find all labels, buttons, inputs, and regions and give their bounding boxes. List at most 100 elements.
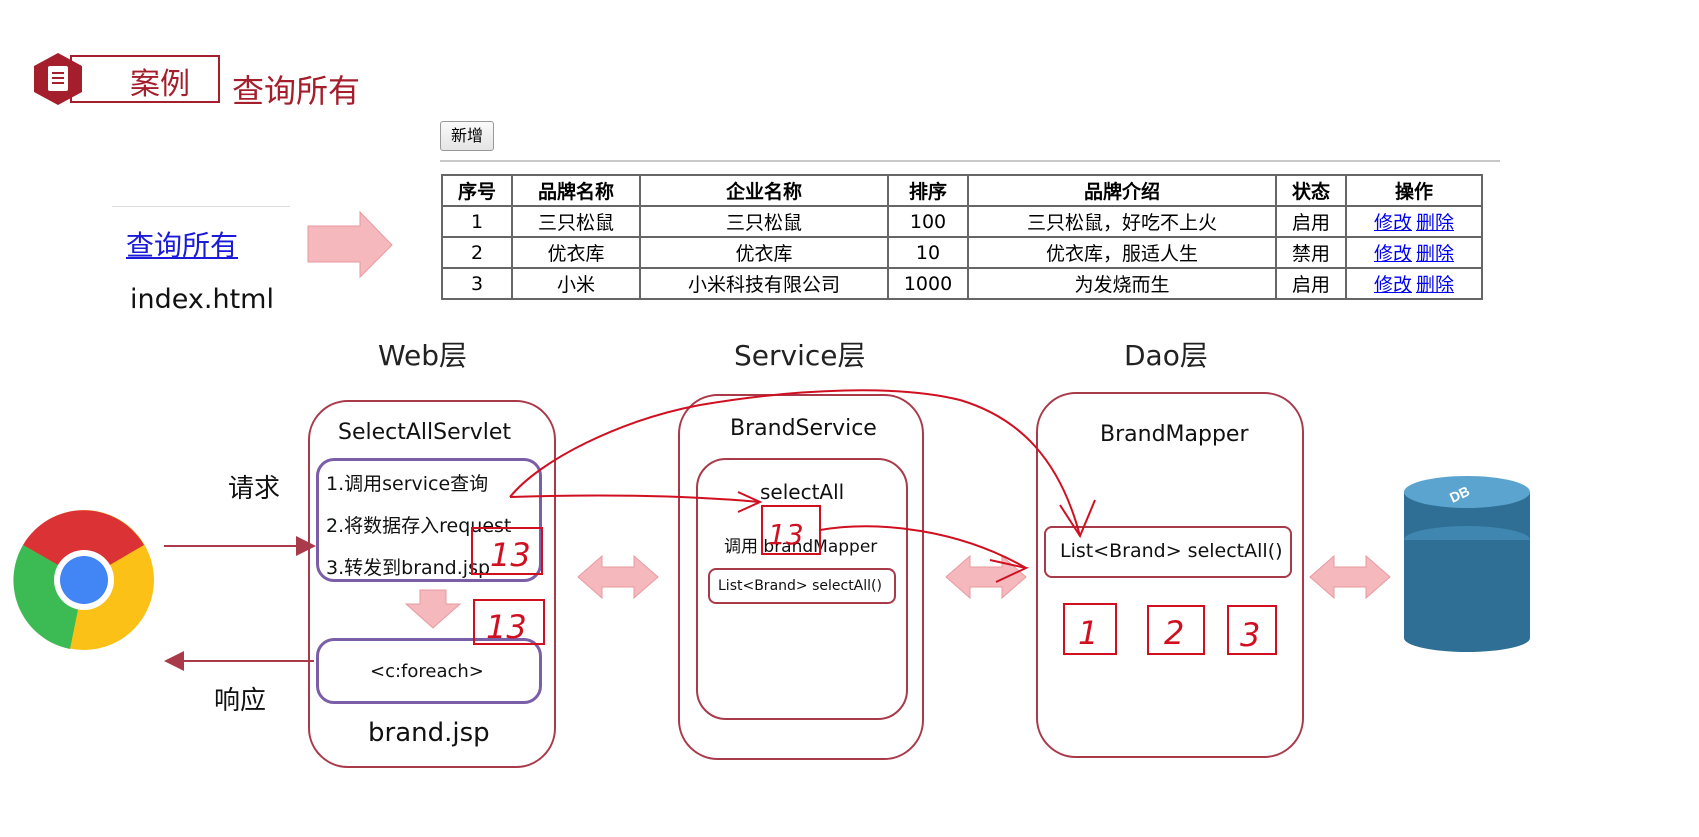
cell-id: 2 (441, 236, 513, 269)
edit-link[interactable]: 修改 (1373, 274, 1412, 296)
table-row: 3 小米 小米科技有限公司 1000 为发烧而生 启用 修改删除 (441, 267, 1483, 300)
web-layer-title: Web层 (378, 339, 468, 372)
add-button[interactable]: 新增 (440, 121, 494, 151)
handwritten-box-a (471, 527, 543, 575)
column-header: 企业名称 (639, 174, 889, 207)
cell-description: 为发烧而生 (967, 267, 1277, 300)
cell-actions: 修改删除 (1345, 267, 1483, 300)
step-2: 2.将数据存入request (326, 515, 512, 537)
cell-actions: 修改删除 (1345, 236, 1483, 269)
handwritten-text-1: 1 (1078, 614, 1098, 652)
service-layer-box (678, 394, 924, 760)
column-header: 序号 (441, 174, 513, 207)
column-header: 状态 (1275, 174, 1347, 207)
handwritten-box-3 (1227, 605, 1277, 655)
handwritten-text-c: 13 (768, 518, 804, 551)
handwritten-arrowhead-service (737, 491, 763, 513)
delete-link[interactable]: 删除 (1416, 274, 1455, 296)
brand-table: 序号 品牌名称 企业名称 排序 品牌介绍 状态 操作 1 三只松鼠 三只松鼠 1… (441, 174, 1483, 300)
forward-down-arrow (404, 589, 462, 629)
link-separator (112, 206, 290, 207)
delete-link[interactable]: 删除 (1416, 212, 1455, 234)
dao-db-double-arrow (1309, 554, 1391, 600)
cell-description: 优衣库，服适人生 (967, 236, 1277, 269)
cell-company: 三只松鼠 (639, 205, 889, 238)
handwritten-text-b: 13 (486, 608, 527, 646)
dao-layer-title: Dao层 (1124, 339, 1208, 372)
handwritten-arrowhead-dao (1059, 499, 1096, 539)
handwritten-text-2: 2 (1164, 614, 1184, 652)
handwritten-box-2 (1147, 605, 1205, 655)
document-icon (34, 53, 82, 105)
cell-status: 启用 (1275, 205, 1347, 238)
table-header-row: 序号 品牌名称 企业名称 排序 品牌介绍 状态 操作 (441, 174, 1483, 207)
divider (440, 160, 1500, 162)
service-layer-title: Service层 (734, 339, 866, 372)
cell-order: 10 (887, 236, 969, 269)
cell-brand: 小米 (511, 267, 641, 300)
delete-link[interactable]: 删除 (1416, 243, 1455, 265)
column-header: 品牌介绍 (967, 174, 1277, 207)
cell-id: 1 (441, 205, 513, 238)
column-header: 排序 (887, 174, 969, 207)
handwritten-curve-top (509, 389, 1081, 537)
handwritten-box-1 (1063, 603, 1117, 655)
jsp-name: brand.jsp (368, 718, 490, 748)
chrome-icon (13, 510, 154, 650)
mapper-signature: List<Brand> selectAll() (1060, 540, 1283, 562)
cell-order: 1000 (887, 267, 969, 300)
database-icon: DB (1404, 476, 1530, 652)
select-all-box (696, 458, 908, 720)
handwritten-annotations (471, 389, 1277, 655)
cell-description: 三只松鼠，好吃不上火 (967, 205, 1277, 238)
request-label: 请求 (228, 474, 281, 504)
cell-actions: 修改删除 (1345, 205, 1483, 238)
service-signature: List<Brand> selectAll() (718, 578, 882, 594)
web-layer-box (308, 400, 556, 768)
db-label: DB (1447, 483, 1472, 506)
cell-brand: 优衣库 (511, 236, 641, 269)
servlet-name: SelectAllServlet (338, 420, 511, 445)
cell-status: 禁用 (1275, 236, 1347, 269)
edit-link[interactable]: 修改 (1373, 243, 1412, 265)
table-row: 2 优衣库 优衣库 10 优衣库，服适人生 禁用 修改删除 (441, 236, 1483, 269)
case-badge-box (70, 55, 220, 103)
cell-status: 启用 (1275, 267, 1347, 300)
handwritten-box-b (473, 599, 545, 645)
cell-id: 3 (441, 267, 513, 300)
cell-order: 100 (887, 205, 969, 238)
cell-company: 小米科技有限公司 (639, 267, 889, 300)
step-3: 3.转发到brand.jsp (326, 557, 491, 579)
step-1: 1.调用service查询 (326, 473, 489, 495)
page-title: 查询所有 (232, 72, 361, 110)
foreach-tag: <c:foreach> (370, 661, 484, 682)
column-header: 操作 (1345, 174, 1483, 207)
handwritten-call-line (509, 494, 761, 503)
edit-link[interactable]: 修改 (1373, 212, 1412, 234)
foreach-box (316, 638, 542, 704)
navigate-arrow (307, 210, 393, 279)
column-header: 品牌名称 (511, 174, 641, 207)
case-badge-label: 案例 (130, 67, 190, 102)
servlet-steps-box (316, 458, 542, 582)
case-badge: 案例 (30, 53, 220, 105)
index-file-label: index.html (130, 284, 274, 315)
service-name: BrandService (730, 416, 877, 441)
table-row: 1 三只松鼠 三只松鼠 100 三只松鼠，好吃不上火 启用 修改删除 (441, 205, 1483, 238)
query-all-link[interactable]: 查询所有 (126, 229, 239, 262)
response-label: 响应 (214, 686, 267, 716)
web-service-double-arrow (577, 554, 659, 600)
service-dao-double-arrow (945, 554, 1027, 600)
handwritten-return-line (819, 525, 1027, 569)
dao-layer-box (1036, 392, 1304, 758)
mapper-signature-box (1044, 526, 1292, 578)
service-signature-box (708, 568, 896, 604)
mapper-name: BrandMapper (1100, 422, 1249, 447)
cell-brand: 三只松鼠 (511, 205, 641, 238)
handwritten-text-a: 13 (490, 536, 531, 574)
handwritten-text-3: 3 (1240, 616, 1260, 654)
handwritten-arrowhead-return (989, 559, 1030, 583)
service-method: selectAll (760, 480, 845, 504)
cell-company: 优衣库 (639, 236, 889, 269)
